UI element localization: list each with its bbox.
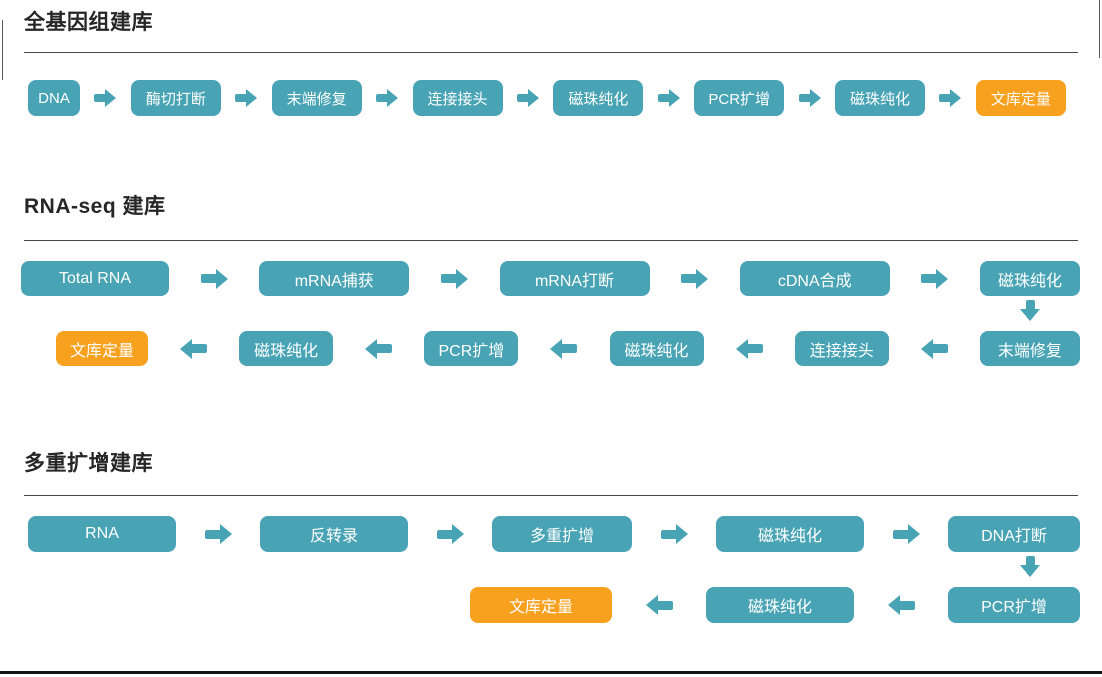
arrow-left-icon: [550, 338, 578, 359]
arrow-right-icon: [204, 524, 232, 544]
section-divider: [24, 495, 1078, 496]
flow-step: PCR扩增: [948, 587, 1080, 623]
flow-row-rnaseq-2: 文库定量 磁珠纯化 PCR扩增 磁珠纯化 连接接头 末端修复: [56, 331, 1080, 366]
arrow-right-icon: [660, 524, 688, 544]
flow-step: cDNA合成: [739, 261, 890, 296]
arrow-left-icon: [887, 595, 915, 615]
arrow-left-icon: [645, 595, 673, 615]
flow-step: 磁珠纯化: [716, 516, 864, 552]
flow-step: 磁珠纯化: [835, 80, 926, 116]
flow-step: 末端修复: [271, 80, 362, 116]
arrow-left-icon: [735, 338, 763, 359]
flow-step: RNA: [28, 516, 176, 552]
arrow-right-icon: [200, 268, 228, 289]
flow-step: 磁珠纯化: [553, 80, 644, 116]
arrow-right-icon: [921, 268, 949, 289]
arrow-right-icon: [516, 89, 539, 107]
flow-step-terminal: 文库定量: [470, 587, 612, 623]
arrow-right-icon: [235, 89, 258, 107]
arrow-down-icon: [1020, 556, 1040, 577]
flow-step: 磁珠纯化: [609, 331, 704, 366]
arrow-right-icon: [657, 89, 680, 107]
arrow-down-icon: [1020, 300, 1040, 321]
flow-step: Total RNA: [21, 261, 169, 296]
flow-step: 连接接头: [794, 331, 889, 366]
flow-step: DNA打断: [948, 516, 1080, 552]
flow-step-terminal: 文库定量: [975, 80, 1066, 116]
section-divider: [24, 240, 1078, 241]
flow-step: PCR扩增: [694, 80, 785, 116]
flow-step: 多重扩增: [492, 516, 632, 552]
arrow-right-icon: [376, 89, 399, 107]
arrow-right-icon: [94, 89, 117, 107]
flow-row-wgs: DNA 酶切打断 末端修复 连接接头 磁珠纯化 PCR扩增 磁珠纯化 文库定量: [28, 80, 1066, 116]
flow-step-terminal: 文库定量: [56, 331, 148, 366]
flow-row-multiplex-1: RNA 反转录 多重扩增 磁珠纯化 DNA打断: [28, 516, 1080, 552]
flow-step: mRNA打断: [499, 261, 650, 296]
border-artifact-right: [1099, 0, 1100, 58]
arrow-right-icon: [681, 268, 709, 289]
flow-step: mRNA捕获: [259, 261, 410, 296]
arrow-right-icon: [939, 89, 962, 107]
border-artifact-left: [2, 20, 3, 80]
section-title-rnaseq: RNA-seq 建库: [24, 195, 166, 218]
section-divider: [24, 52, 1078, 53]
flow-step: 磁珠纯化: [706, 587, 854, 623]
arrow-left-icon: [365, 338, 393, 359]
flow-step: 磁珠纯化: [980, 261, 1080, 296]
arrow-right-icon: [798, 89, 821, 107]
section-title-multiplex: 多重扩增建库: [24, 452, 153, 475]
flow-row-rnaseq-1: Total RNA mRNA捕获 mRNA打断 cDNA合成 磁珠纯化: [21, 261, 1080, 296]
arrow-right-icon: [440, 268, 468, 289]
arrow-right-icon: [892, 524, 920, 544]
flow-step: 连接接头: [412, 80, 503, 116]
flow-step: 反转录: [260, 516, 408, 552]
flow-step: PCR扩增: [424, 331, 519, 366]
flow-row-multiplex-2: 文库定量 磁珠纯化 PCR扩增: [470, 587, 1080, 623]
arrow-right-icon: [436, 524, 464, 544]
bottom-border-line: [0, 671, 1102, 674]
section-title-wgs: 全基因组建库: [24, 11, 153, 34]
flow-step: 酶切打断: [130, 80, 221, 116]
flow-step: 磁珠纯化: [239, 331, 334, 366]
flow-step: DNA: [28, 80, 80, 116]
arrow-left-icon: [180, 338, 208, 359]
arrow-left-icon: [920, 338, 948, 359]
flow-step: 末端修复: [979, 331, 1080, 366]
